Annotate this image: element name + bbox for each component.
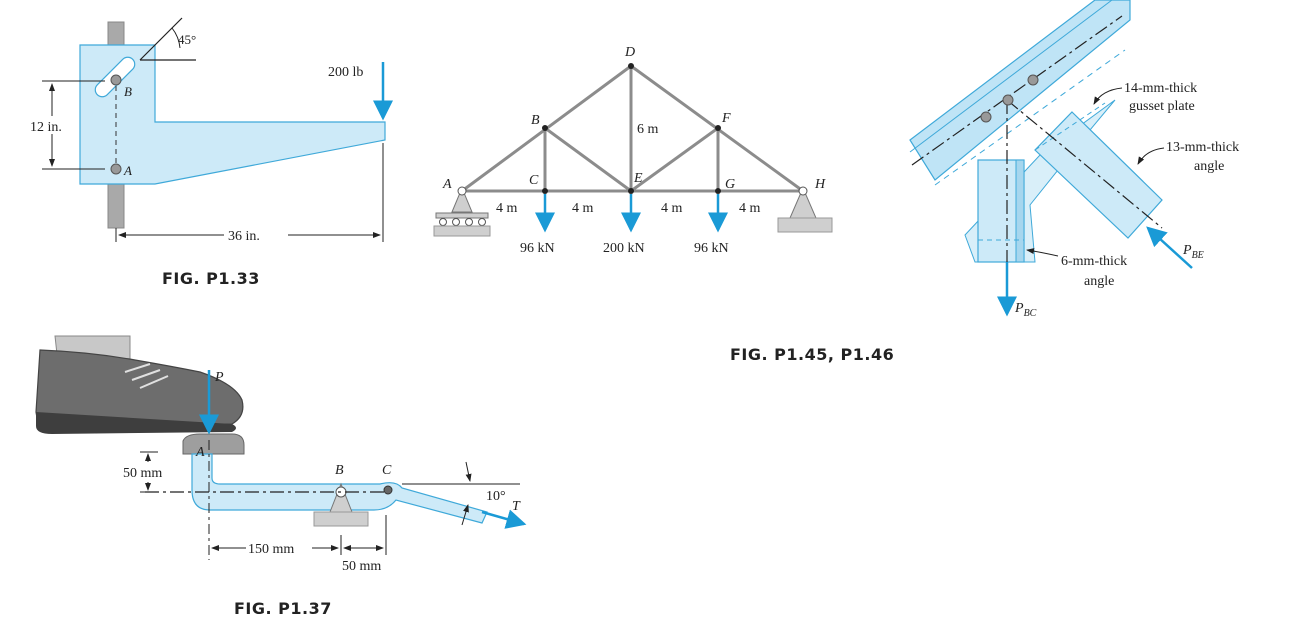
span-label-3: 4 m: [661, 201, 683, 216]
pin-b-label: B: [124, 84, 132, 99]
joint-label-a: A: [442, 177, 452, 192]
force-p-label: P: [214, 370, 224, 385]
pin-a: [110, 163, 122, 175]
joint-label-g: G: [725, 177, 735, 192]
point-b-label: B: [335, 463, 344, 478]
fig-p1-45: 14-mm-thick gusset plate 13-mm-thick ang…: [730, 0, 1239, 364]
angle13-label-1: 13-mm-thick: [1166, 140, 1239, 155]
angle6-label-2: angle: [1084, 274, 1114, 289]
height-label: 6 m: [637, 122, 659, 137]
shoe-sole: [36, 412, 236, 434]
caption-p1-45: FIG. P1.45, P1.46: [730, 345, 894, 364]
angle-dim-top-arrow: [465, 461, 472, 482]
pedal-pad: [182, 433, 245, 455]
point-c-label: C: [382, 463, 392, 478]
fig-p1-33: 45° B A 200 lb 12 in. 36 in. FIG. P1.33: [30, 17, 393, 288]
force-bc-label: PBC: [1014, 301, 1037, 319]
bracket-member: [79, 44, 386, 185]
angle-slot-line: [139, 17, 183, 61]
load-label-c: 96 kN: [520, 241, 555, 256]
gusset-label-2: gusset plate: [1129, 99, 1195, 114]
chord-center-line: [911, 15, 1123, 166]
dim-150mm-label: 150 mm: [248, 542, 294, 557]
fig-p1-37: P A B C 10° T 50 mm 150 mm 50 mm FIG. P1…: [35, 335, 527, 618]
joint-label-f: F: [721, 111, 731, 126]
caption-p1-33: FIG. P1.33: [162, 269, 260, 288]
span-label-2: 4 m: [572, 201, 594, 216]
angle-label: 45°: [178, 32, 196, 47]
span-label-1: 4 m: [496, 201, 518, 216]
angle-6mm-leg: [1015, 159, 1025, 263]
truss-figure: A B C D E F G H 6 m 4 m 4 m 4 m 4 m 96 k…: [433, 45, 833, 256]
joint-label-e: E: [633, 171, 643, 186]
rivets: [980, 74, 1039, 123]
force-be-label: PBE: [1182, 243, 1204, 261]
joint-label-b: B: [531, 113, 540, 128]
leader-gusset: [1093, 87, 1123, 105]
leader-angle13: [1137, 147, 1165, 165]
truss-members: [461, 64, 804, 193]
shoe-laces: [124, 363, 169, 389]
load-label-e: 200 kN: [603, 241, 645, 256]
angle-dim-bottom-arrow: [461, 504, 469, 526]
top-chord-edge: [909, 0, 1113, 153]
joint-label-h: H: [814, 177, 826, 192]
load-label: 200 lb: [328, 65, 363, 80]
dim-horizontal-label: 36 in.: [228, 229, 260, 244]
top-chord: [909, 0, 1131, 181]
dim-50mm-vertical-label: 50 mm: [123, 466, 162, 481]
pin-c: [383, 485, 393, 495]
caption-p1-37: FIG. P1.37: [234, 599, 332, 618]
angle-label: 10°: [486, 489, 506, 504]
leader-angle6: [1026, 248, 1059, 257]
truss-joints: [542, 63, 721, 194]
support-left: [433, 186, 491, 237]
diagonal-center-line: [1006, 99, 1163, 229]
joint-label-c: C: [529, 173, 539, 188]
angle-arc: [171, 27, 181, 49]
force-t-arrow: [481, 509, 527, 529]
pin-b: [110, 74, 122, 86]
load-label-g: 96 kN: [694, 241, 729, 256]
joint-label-d: D: [624, 45, 635, 60]
dim-vertical-label: 12 in.: [30, 120, 62, 135]
dim-50mm-horizontal-label: 50 mm: [342, 559, 381, 574]
support-right: [777, 186, 833, 233]
support-base: [313, 511, 369, 527]
pin-a-label: A: [123, 163, 132, 178]
angle6-label-1: 6-mm-thick: [1061, 254, 1127, 269]
gusset-label-1: 14-mm-thick: [1124, 81, 1197, 96]
force-be-arrow: [1146, 226, 1193, 269]
force-t-label: T: [512, 499, 521, 514]
chord-hidden-line: [934, 49, 1126, 186]
angle13-label-2: angle: [1194, 159, 1224, 174]
span-label-4: 4 m: [739, 201, 761, 216]
point-a-label: A: [195, 445, 205, 460]
